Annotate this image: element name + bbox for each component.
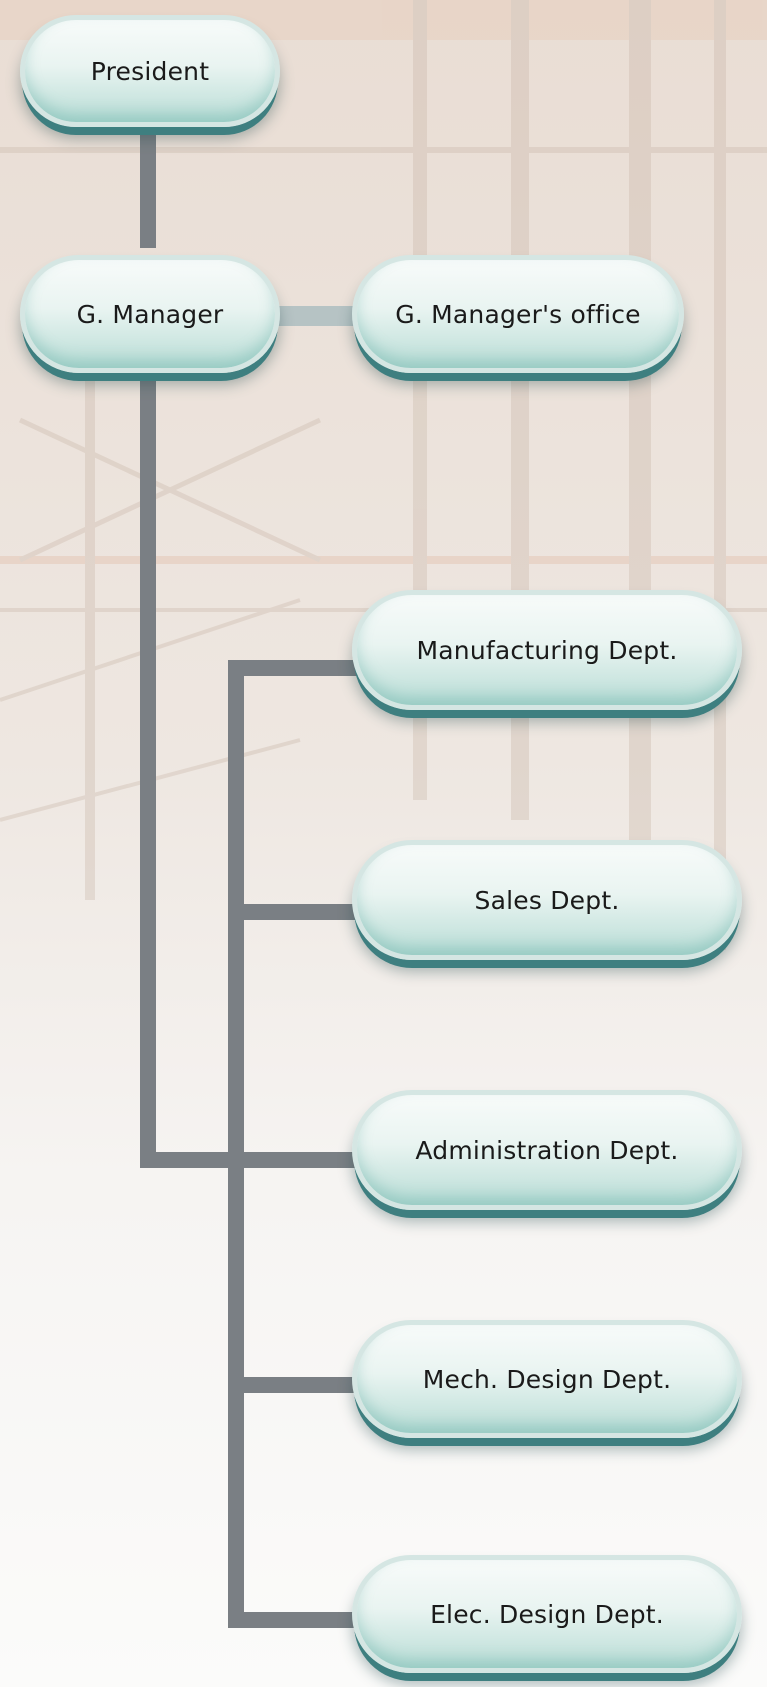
department-label: Sales Dept. (474, 885, 620, 915)
department-node-elec-design: Elec. Design Dept. (352, 1555, 742, 1673)
department-label: Elec. Design Dept. (430, 1599, 664, 1629)
president-node: President (20, 15, 280, 127)
department-label: Mech. Design Dept. (422, 1364, 672, 1394)
general-manager-node: G. Manager (20, 255, 280, 373)
department-node-sales: Sales Dept. (352, 840, 742, 960)
gm-office-label: G. Manager's office (395, 299, 641, 329)
department-node-manufacturing: Manufacturing Dept. (352, 590, 742, 710)
president-label: President (90, 56, 210, 86)
department-label: Administration Dept. (415, 1135, 679, 1165)
department-node-administration: Administration Dept. (352, 1090, 742, 1210)
gm-office-node: G. Manager's office (352, 255, 684, 373)
department-node-mech-design: Mech. Design Dept. (352, 1320, 742, 1438)
general-manager-label: G. Manager (76, 299, 224, 329)
department-label: Manufacturing Dept. (416, 635, 678, 665)
